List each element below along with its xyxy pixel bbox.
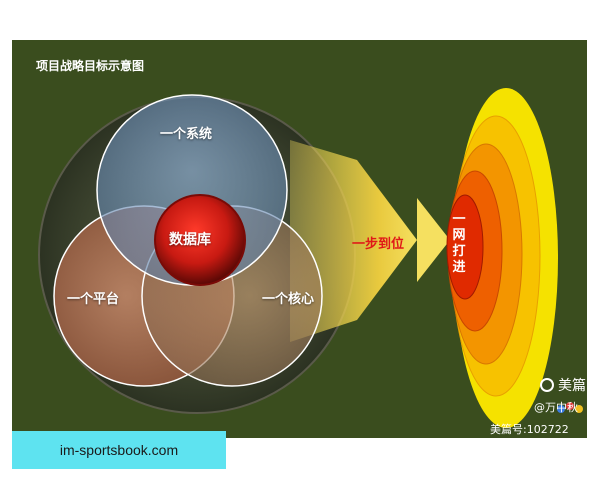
strategy-diagram (38, 88, 558, 428)
diagram-title: 项目战略目标示意图 (36, 59, 145, 73)
target-ring-5 (446, 194, 484, 300)
meipian-logo-icon (540, 378, 554, 392)
label-one-step: 一步到位 (352, 237, 405, 252)
watermark-app-name: 美篇 (540, 375, 586, 395)
label-target: 一网打进 (452, 212, 466, 275)
watermark-user: @万中秋 (534, 401, 578, 414)
diagram-slide: 项目战略目标示意图 一个系统 一个平台 一个核心 数据库 一步到位 一网打进 美… (12, 40, 587, 438)
label-database: 数据库 (169, 232, 211, 248)
footer-link-text[interactable]: im-sportsbook.com (59, 442, 179, 458)
watermark-app-label: 美篇 (558, 378, 586, 394)
center-database-circle (154, 194, 246, 286)
target-ellipses (446, 88, 558, 428)
watermark-id: 美篇号:102722 (490, 423, 569, 436)
label-one-core: 一个核心 (262, 292, 315, 307)
watermark-badge (557, 402, 587, 416)
footer-banner[interactable]: im-sportsbook.com (12, 431, 226, 469)
label-one-system: 一个系统 (160, 127, 213, 142)
arrow-head (417, 198, 450, 282)
label-one-platform: 一个平台 (67, 292, 120, 307)
